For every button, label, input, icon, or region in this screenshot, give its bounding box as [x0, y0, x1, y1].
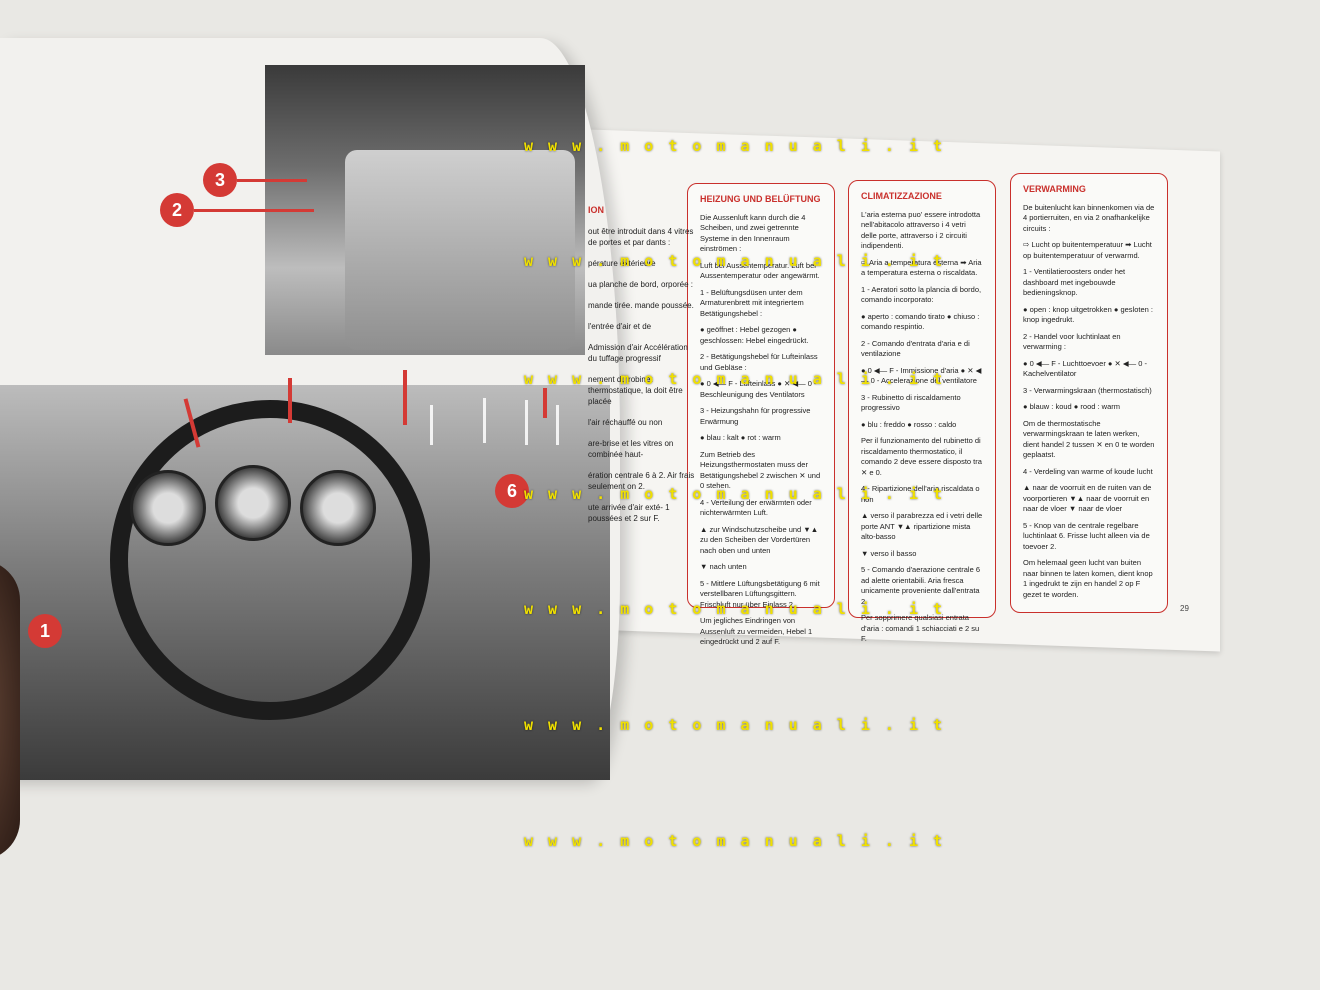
column-italian: CLIMATIZZAZIONE L'aria esterna puo' esse… — [848, 180, 996, 643]
watermark: w w w . m o t o m a n u a l i . i t — [524, 137, 946, 155]
watermark: w w w . m o t o m a n u a l i . i t — [524, 832, 946, 850]
marker-6: 6 — [495, 474, 529, 508]
airflow-arrow — [288, 378, 292, 423]
watermark: w w w . m o t o m a n u a l i . i t — [524, 252, 946, 270]
airflow-arrow — [556, 405, 559, 445]
column-title: HEIZUNG UND BELÜFTUNG — [700, 194, 821, 204]
glovebox-photo — [345, 150, 575, 350]
gauge-left — [130, 470, 206, 546]
marker-3-line — [237, 179, 307, 182]
marker-2: 2 — [160, 193, 194, 227]
column-dutch: VERWARMING De buitenlucht kan binnenkome… — [1010, 173, 1168, 613]
airflow-arrow — [543, 388, 547, 418]
steering-wheel — [110, 400, 430, 720]
page-number: 29 — [1180, 604, 1189, 613]
column-german: HEIZUNG UND BELÜFTUNG Die Aussenluft kan… — [687, 183, 835, 646]
left-page-text: ION out être introduit dans 4 vitres de … — [588, 205, 695, 523]
airflow-arrow — [430, 405, 433, 445]
marker-1: 1 — [28, 614, 62, 648]
column-title: VERWARMING — [1023, 184, 1086, 194]
gauge-center — [215, 465, 291, 541]
watermark: w w w . m o t o m a n u a l i . i t — [524, 485, 946, 503]
watermark: w w w . m o t o m a n u a l i . i t — [524, 600, 946, 618]
watermark: w w w . m o t o m a n u a l i . i t — [524, 716, 946, 734]
marker-2-line — [194, 209, 314, 212]
airflow-arrow — [403, 370, 407, 425]
watermark: w w w . m o t o m a n u a l i . i t — [524, 370, 946, 388]
airflow-arrow — [525, 400, 528, 445]
gauge-right — [300, 470, 376, 546]
airflow-arrow — [483, 398, 486, 443]
column-title: CLIMATIZZAZIONE — [861, 191, 942, 201]
hand — [0, 560, 20, 860]
marker-3: 3 — [203, 163, 237, 197]
